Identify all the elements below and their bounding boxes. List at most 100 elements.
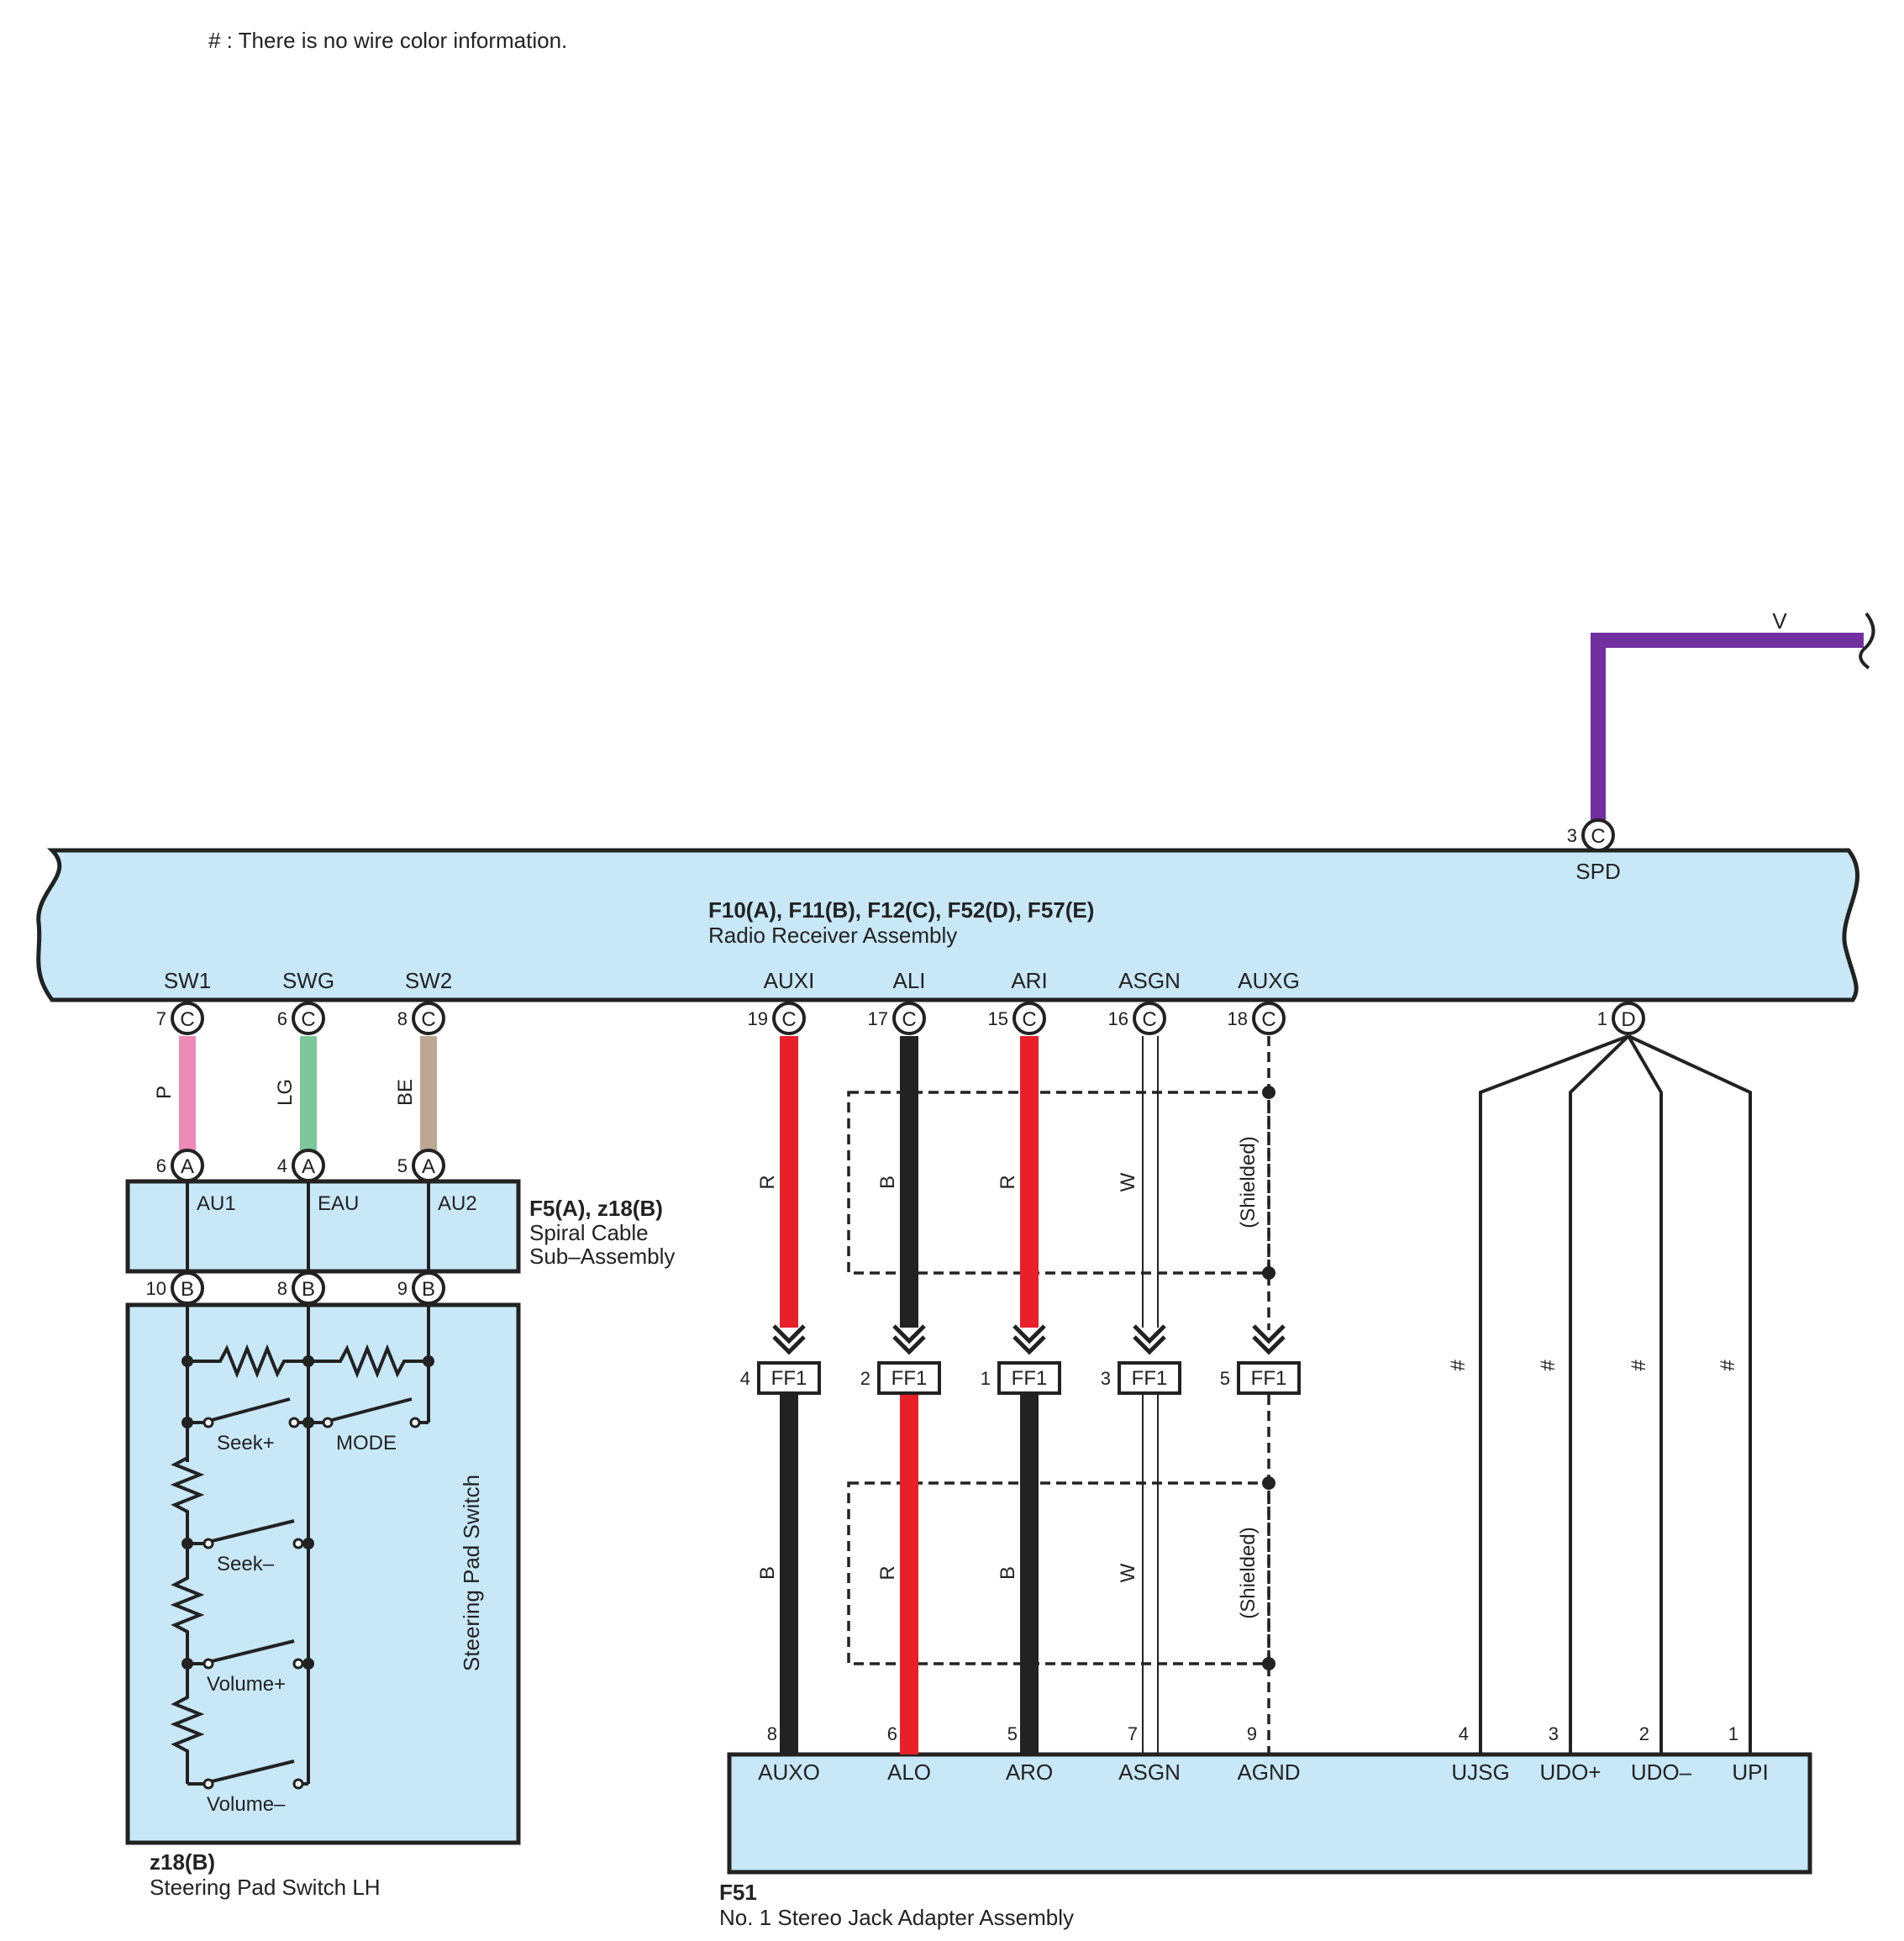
pin-conn: C <box>1142 1008 1156 1031</box>
pin-marker: A4 <box>277 1149 325 1182</box>
note-text: # : There is no wire color information. <box>208 28 567 53</box>
audio-upper-color-1: R <box>756 1175 779 1189</box>
jack-pin: 1 <box>1728 1723 1738 1744</box>
usb-wire-color-3: # <box>1628 1360 1650 1371</box>
jack-terminal-label: UPI <box>1732 1760 1768 1785</box>
audio-upper-color-3: R <box>997 1175 1019 1189</box>
spiral-label-eau: EAU <box>318 1192 359 1215</box>
jack-pin: 6 <box>887 1723 897 1744</box>
ff1-label: FF1 <box>771 1367 807 1390</box>
pin-conn: C <box>902 1008 916 1031</box>
radio-terminal-label: ALI <box>892 968 925 993</box>
pin-conn: A <box>181 1155 194 1178</box>
jack-pin: 3 <box>1549 1723 1559 1744</box>
jack-terminal-label: UDO– <box>1631 1760 1692 1785</box>
wire-color-p: P <box>153 1086 176 1099</box>
pin-marker: C 16 <box>1108 1002 1166 1035</box>
pin-conn: B <box>422 1278 435 1301</box>
spiral-connectors: F5(A), z18(B) <box>529 1196 663 1221</box>
pin-conn: A <box>422 1155 435 1178</box>
audio-lower-shielded: (Shielded) <box>1237 1527 1260 1618</box>
pin-number: 18 <box>1228 1008 1248 1029</box>
switch-label-seek-plus: Seek+ <box>217 1432 275 1454</box>
radio-receiver-assembly: F10(A), F11(B), F12(C), F52(D), F57(E) R… <box>36 848 1859 1002</box>
usb-wire-labels: # # # # <box>1447 1360 1739 1371</box>
pin-marker: C 19 <box>748 1002 806 1035</box>
spiral-cable-assembly: F5(A), z18(B) Spiral Cable Sub–Assembly <box>125 1179 675 1274</box>
radio-terminal-label: AUXG <box>1238 968 1300 993</box>
switch-label-seek-minus: Seek– <box>217 1553 275 1575</box>
spd-label: SPD <box>1575 859 1620 884</box>
spiral-bottom-pins: B10 B8 B9 <box>146 1271 445 1305</box>
pin-number: 6 <box>277 1008 287 1029</box>
audio-upper-color-2: B <box>876 1176 899 1189</box>
ff1-connector: FF1 3 <box>1101 1361 1181 1395</box>
pin-conn: C <box>421 1008 435 1031</box>
pin-number: 17 <box>868 1008 888 1029</box>
jack-terminals: 8 6 5 7 9 4 3 2 1 AUXO ALO ARO ASGN AGND… <box>758 1723 1769 1785</box>
ff1-pin: 4 <box>740 1368 750 1389</box>
spiral-label-au2: AU2 <box>438 1192 477 1215</box>
spd-wire: V <box>1591 608 1875 823</box>
pin-marker: D1 <box>1597 1002 1645 1035</box>
pin-number: 5 <box>397 1155 408 1176</box>
spiral-terminal-labels: AU1 EAU AU2 <box>197 1192 477 1215</box>
jack-terminal-label: AGND <box>1237 1760 1300 1785</box>
steering-connector: z18(B) <box>150 1849 215 1875</box>
radio-terminal-labels: SW1 SWG SW2 AUXI ALI ARI ASGN AUXG SPD <box>164 859 1621 993</box>
spiral-label-au1: AU1 <box>197 1192 236 1215</box>
steering-circuit-dots <box>181 1355 434 1670</box>
radio-terminal-label: AUXI <box>764 968 815 993</box>
ff1-label: FF1 <box>1012 1367 1048 1390</box>
ff1-label: FF1 <box>1132 1367 1168 1390</box>
shield-boxes <box>847 1036 1270 1754</box>
ff1-pin: 1 <box>981 1368 991 1389</box>
radio-terminal-label: SWG <box>282 968 334 993</box>
ff1-connector: FF1 5 <box>1220 1361 1301 1395</box>
pin-conn: C <box>180 1008 194 1031</box>
ff1-connectors: FF1 4 FF1 2 FF1 1 FF1 3 FF1 5 <box>740 1361 1301 1395</box>
radio-terminal-label: SW1 <box>164 968 211 993</box>
pin-marker: C6 <box>277 1002 325 1035</box>
jack-pin: 7 <box>1128 1723 1138 1744</box>
pin-marker: C 17 <box>868 1002 926 1035</box>
jack-pin: 5 <box>1007 1723 1018 1744</box>
pin-conn: C <box>1022 1008 1036 1031</box>
wire-color-be: BE <box>394 1079 417 1106</box>
shield-dots <box>1262 1086 1275 1670</box>
spd-wire-color: V <box>1772 608 1787 634</box>
pin-conn: B <box>302 1278 315 1301</box>
audio-upper-shielded: (Shielded) <box>1237 1136 1260 1228</box>
steering-switch-contacts <box>202 1417 421 1790</box>
switch-label-volume-plus: Volume+ <box>207 1673 286 1696</box>
ff1-pin: 2 <box>860 1368 870 1389</box>
pin-number: 1 <box>1597 1008 1607 1029</box>
steering-pad-switch: Steering Pad Switch z18(B) Steering Pad … <box>125 1302 521 1900</box>
audio-upper-wires: R B R W (Shielded) <box>756 1036 1260 1328</box>
pin-number: 16 <box>1108 1008 1128 1029</box>
pin-conn: C <box>1261 1008 1275 1031</box>
ff1-label: FF1 <box>1251 1367 1287 1390</box>
usb-wire-color-2: # <box>1537 1360 1559 1371</box>
spiral-name-2: Sub–Assembly <box>529 1244 675 1269</box>
pin-conn: C <box>1591 825 1605 848</box>
pin-conn: C <box>781 1008 796 1031</box>
audio-lower-color-4: W <box>1117 1563 1139 1582</box>
pin-marker: B10 <box>146 1271 204 1305</box>
audio-lower-wires: B R B W (Shielded) <box>756 1395 1260 1754</box>
pin-number: 19 <box>748 1008 768 1029</box>
jack-terminal-label: ARO <box>1006 1760 1053 1785</box>
pin-conn: C <box>301 1008 315 1031</box>
ff1-connector: FF1 2 <box>860 1361 941 1395</box>
radio-terminal-label: SW2 <box>405 968 452 993</box>
ff1-chevrons <box>772 1324 1286 1355</box>
steering-name: Steering Pad Switch LH <box>150 1875 381 1900</box>
ff1-pin: 3 <box>1101 1368 1111 1389</box>
pin-conn: A <box>302 1155 315 1178</box>
pin-number: 15 <box>988 1008 1008 1029</box>
stereo-jack-assembly: F51 No. 1 Stereo Jack Adapter Assembly <box>719 1752 1812 1930</box>
usb-wire-color-4: # <box>1717 1360 1739 1371</box>
switch-label-mode: MODE <box>336 1432 397 1454</box>
ff1-connector: FF1 4 <box>740 1361 821 1395</box>
radio-terminal-label: ASGN <box>1118 968 1181 993</box>
